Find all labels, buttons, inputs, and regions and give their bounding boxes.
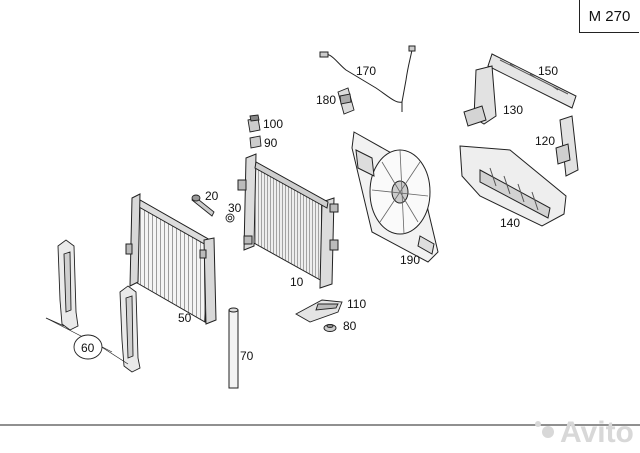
- part-100-clip: [247, 114, 261, 133]
- watermark: Avito: [535, 416, 634, 449]
- part-30-seal-ring: [225, 213, 235, 223]
- part-label-190: 190: [400, 253, 420, 267]
- part-20-drain-plug: [191, 194, 215, 217]
- part-50-condenser: [125, 193, 217, 325]
- part-70-tube: [228, 307, 239, 389]
- watermark-logo-icon: [542, 426, 554, 438]
- part-130-air-guide: [463, 65, 497, 127]
- part-label-170: 170: [356, 64, 376, 78]
- part-label-30: 30: [228, 201, 242, 215]
- part-150-trim: [487, 53, 577, 109]
- diagram-code-box: M 270: [579, 0, 639, 33]
- part-label-70: 70: [240, 349, 254, 363]
- part-label-180: 180: [316, 93, 336, 107]
- part-180-holder: [337, 87, 355, 115]
- part-label-140: 140: [500, 216, 520, 230]
- part-label-120: 120: [535, 134, 555, 148]
- part-60-brackets: [45, 239, 141, 373]
- part-label-110: 110: [347, 297, 366, 311]
- part-90-clip: [249, 135, 262, 149]
- part-label-150: 150: [538, 64, 558, 78]
- watermark-logo-dot-icon: [535, 421, 541, 427]
- part-label-80: 80: [343, 319, 357, 333]
- part-label-60: 60: [81, 341, 95, 355]
- part-190-fan-shroud: [351, 131, 439, 263]
- part-140-lower-duct: [459, 145, 567, 227]
- part-110-bracket: [295, 299, 343, 323]
- part-120-air-guide: [555, 115, 579, 177]
- diagram-code: M 270: [588, 7, 631, 25]
- part-label-100: 100: [263, 117, 283, 131]
- part-labels: 10 20 30 50 60 70 80 90 100 110 120 130 140 150 170 180…: [81, 64, 558, 363]
- part-label-90: 90: [264, 136, 278, 150]
- part-label-130: 130: [503, 103, 523, 117]
- part-label-20: 20: [205, 189, 219, 203]
- part-170-wiring: [319, 45, 416, 112]
- part-label-50: 50: [178, 311, 192, 325]
- part-label-10: 10: [290, 275, 304, 289]
- part-10-radiator: [237, 153, 339, 289]
- part-80-cap: [323, 323, 337, 332]
- watermark-text: Avito: [560, 416, 634, 449]
